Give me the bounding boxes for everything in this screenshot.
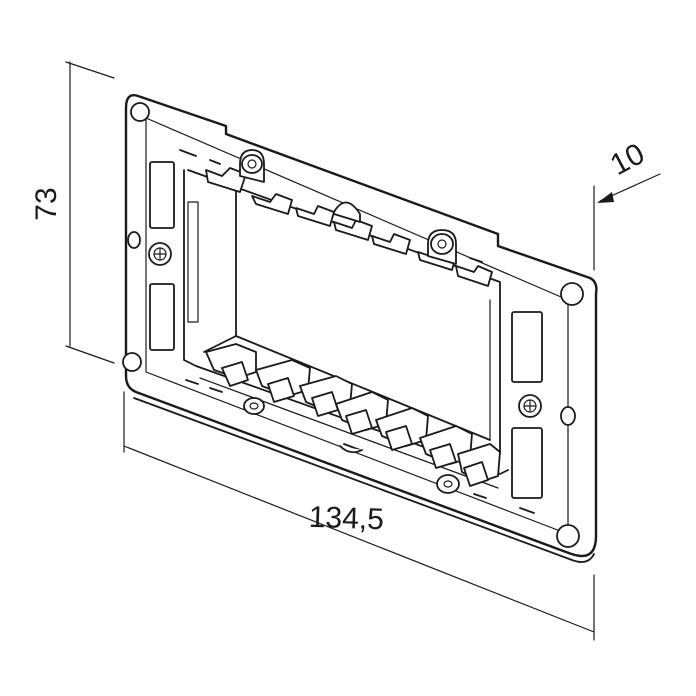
bottom-dome [339, 445, 363, 454]
width-dimension: 134,5 [123, 391, 595, 641]
height-dimension-label: 73 [30, 187, 63, 220]
corner-holes [122, 102, 584, 548]
left-side-slots [149, 161, 199, 351]
corner-hole-bottom-right [556, 524, 580, 548]
side-hole-left [127, 231, 141, 249]
screws [148, 149, 542, 494]
bottom-clips [205, 343, 501, 487]
corner-hole-top-left [130, 102, 150, 122]
corner-hole-top-right [560, 282, 584, 306]
right-side-slots [511, 311, 543, 499]
depth-dimension: 10 [593, 137, 661, 271]
corner-hole-bottom-left [122, 352, 142, 372]
height-dimension: 73 [30, 61, 115, 364]
depth-arrow-head [597, 192, 614, 203]
top-clips [205, 167, 493, 287]
depth-dimension-label: 10 [605, 137, 650, 182]
side-hole-right [560, 406, 576, 426]
width-dimension-label: 134,5 [308, 501, 384, 537]
